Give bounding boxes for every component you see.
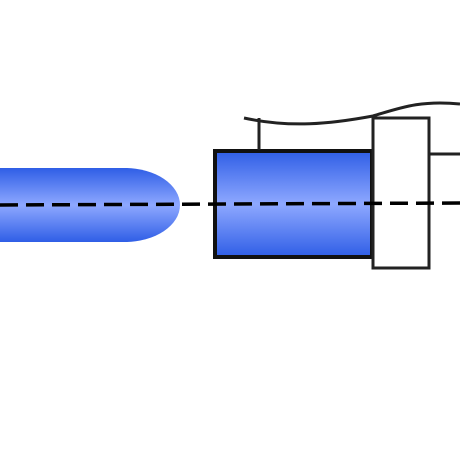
mount-bracket — [371, 116, 431, 270]
break-line — [243, 101, 460, 126]
